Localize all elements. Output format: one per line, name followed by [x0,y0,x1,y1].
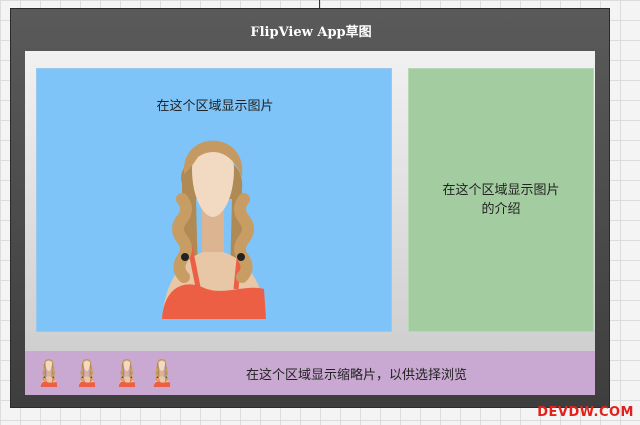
app-title: FlipView App草图 [250,25,372,40]
image-area-caption: 在这个区域显示图片 [156,99,274,114]
thumbnail-strip: 在这个区域显示缩略片，以供选择浏览 [25,351,595,395]
description-area: 在这个区域显示图片的介绍 [408,68,594,332]
image-display-area[interactable]: 在这个区域显示图片 [36,68,392,332]
watermark: DEVDW.COM [537,405,634,420]
thumbnail-3[interactable] [117,357,137,387]
connector-line [319,0,320,8]
content-area: 在这个区域显示图片 在这个区域显示图片的介绍 [25,51,595,351]
app-frame: FlipView App草图 在这个区域显示图片 在这个区域显示图片的介绍 在这… [10,8,610,408]
portrait-image [152,129,277,319]
description-area-caption: 在这个区域显示图片的介绍 [442,183,560,217]
thumbnail-1[interactable] [39,357,59,387]
thumbnail-strip-caption: 在这个区域显示缩略片，以供选择浏览 [246,368,468,383]
thumbnail-2[interactable] [77,357,97,387]
thumbnail-4[interactable] [152,357,172,387]
